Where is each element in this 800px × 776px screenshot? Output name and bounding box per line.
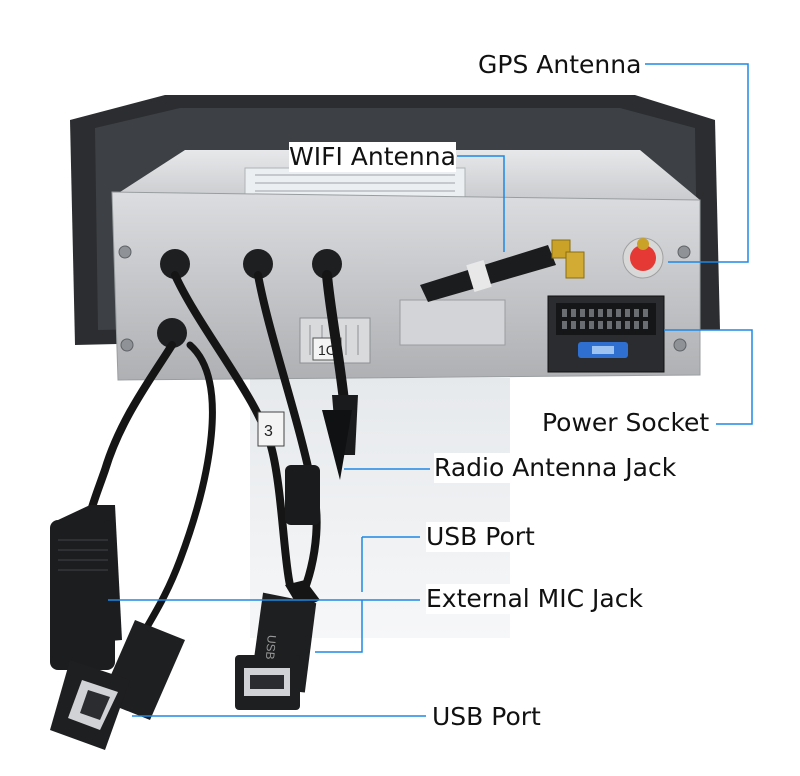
radio-antenna-jack-label: Radio Antenna Jack — [434, 453, 677, 483]
gps-connector — [622, 237, 664, 279]
wifi-antenna — [420, 239, 585, 302]
cable-tag-3-sticker — [257, 411, 285, 447]
cable-tag-3: 3 — [264, 423, 273, 440]
cable-grommets — [157, 249, 342, 348]
usb-connector-right: USB — [235, 580, 320, 710]
external-mic-jack-label: External MIC Jack — [426, 584, 643, 614]
callout-lines — [108, 63, 753, 717]
mic-jack-plug — [50, 505, 122, 670]
cable-tag-1c: 1C — [318, 342, 336, 358]
gps-antenna-label: GPS Antenna — [478, 50, 642, 80]
radio-antenna-plug — [285, 395, 358, 525]
wifi-antenna-label: WIFI Antenna — [289, 142, 456, 172]
usb-port-top-label: USB Port — [426, 522, 535, 552]
blank-cover-plate — [399, 299, 506, 346]
usb-port-bottom-label: USB Port — [432, 702, 541, 732]
usb-connector-left — [50, 620, 185, 750]
usb-marking: USB — [263, 634, 279, 660]
power-socket-label: Power Socket — [542, 408, 710, 438]
